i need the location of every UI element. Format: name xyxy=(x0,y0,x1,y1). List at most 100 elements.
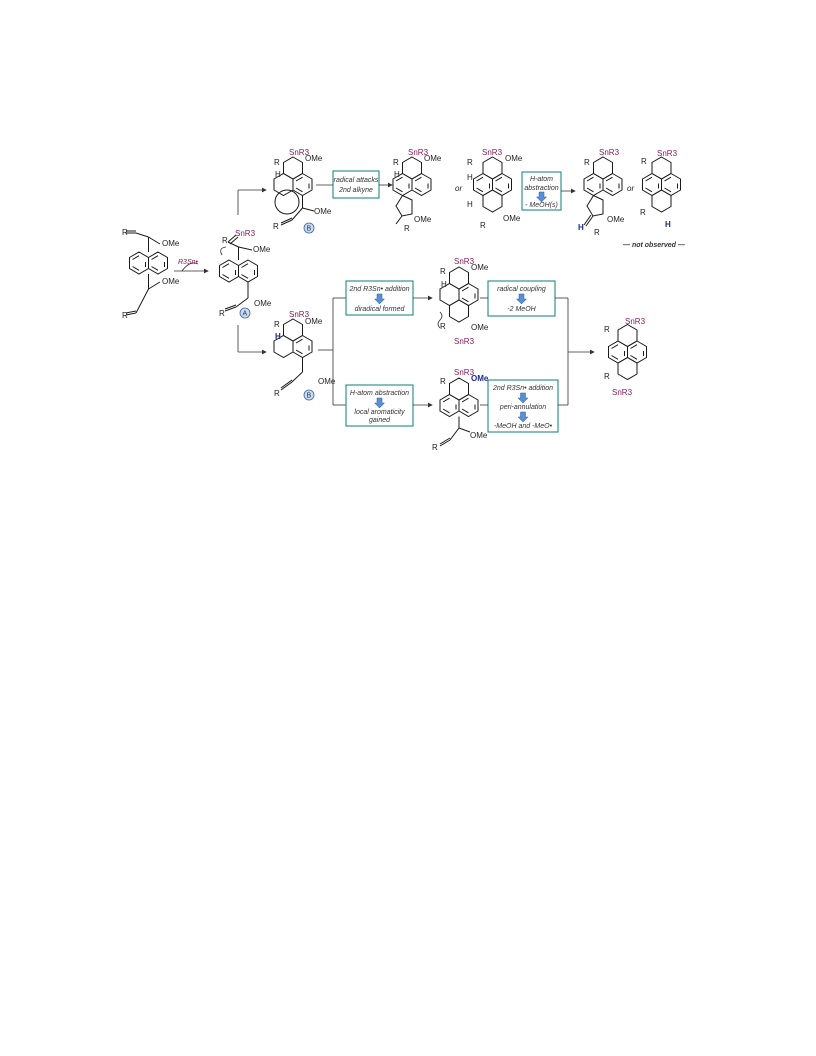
r-label: R xyxy=(274,158,280,167)
or-text: or xyxy=(627,184,634,193)
label-circle-b xyxy=(303,222,315,234)
r-label: R xyxy=(604,372,610,381)
r-label: R xyxy=(594,228,600,237)
r-label: R xyxy=(122,311,128,320)
box-radical-coupling: radical coupling -2 MeOH xyxy=(480,280,568,317)
h-label: H xyxy=(394,170,400,179)
snr3-label: SnR3 xyxy=(612,388,633,397)
r-label: R xyxy=(219,309,225,318)
r-label: R xyxy=(122,228,128,237)
box-text: gained xyxy=(369,417,391,424)
r-label: R xyxy=(640,208,646,217)
h-label: H xyxy=(467,173,473,182)
r-label: R xyxy=(222,236,228,245)
snr3-label: SnR3 xyxy=(657,149,678,158)
ome-label: OMe xyxy=(607,215,625,224)
ome-label: OMe xyxy=(305,317,323,326)
ome-label: OMe xyxy=(471,263,489,272)
box-text: 2nd R3Sn• addition xyxy=(348,286,409,293)
box-h-abstraction-bottom: H-atom abstraction local aromaticity gai… xyxy=(345,384,433,427)
box-text: - MeOH(s) xyxy=(525,202,558,209)
ome-label: OMe xyxy=(305,154,323,163)
not-observed-product-1: SnR3 R OMe H R xyxy=(578,148,625,237)
box-h-abstraction-top: H-atom abstraction - MeOH(s) xyxy=(521,171,576,211)
reagent-arrow: R3Sn• xyxy=(174,259,209,274)
label-circle-b xyxy=(303,389,315,401)
r-label: R xyxy=(274,389,280,398)
intermediate-b-top: SnR3 OMe R H OMe R B xyxy=(273,148,332,234)
top-cyclized-product-2: SnR3 OMe R H H OMe R xyxy=(467,148,523,230)
box-radical-attack: radical attacks 2nd alkyne xyxy=(316,170,393,199)
label-circle-a xyxy=(239,307,251,319)
ome-label: OMe xyxy=(253,245,271,254)
box-second-addition: 2nd R3Sn• addition diradical formed xyxy=(345,280,433,316)
label-b: B xyxy=(307,393,312,400)
intermediate-a: SnR3 R OMe R OMe A xyxy=(219,229,272,319)
h-label: H xyxy=(578,223,584,232)
snr3-label: SnR3 xyxy=(289,148,310,157)
ome-label: OMe xyxy=(424,154,442,163)
ome-label: OMe xyxy=(318,377,336,386)
ome-label: OMe xyxy=(314,207,332,216)
box-text: radical attacks xyxy=(334,177,379,184)
starting-material: R OMe R OMe xyxy=(122,228,180,320)
label-a: A xyxy=(243,311,248,318)
box-text: radical coupling xyxy=(497,286,546,293)
r-label: R xyxy=(584,158,590,167)
box-text: diradical formed xyxy=(355,306,406,313)
box-text: -MeOH and -MeO• xyxy=(494,423,553,430)
h-label: H xyxy=(275,332,281,341)
ome-label: OMe xyxy=(471,323,489,332)
snr3-label: SnR3 xyxy=(289,310,310,319)
box-text: -2 MeOH xyxy=(507,306,536,313)
ome-label: OMe xyxy=(470,431,488,440)
snr3-label: SnR3 xyxy=(454,257,475,266)
r-label: R xyxy=(641,157,647,166)
not-observed-label: — not observed — xyxy=(622,242,686,249)
box-text: 2nd R3Sn• addition xyxy=(492,385,553,392)
r-label: R xyxy=(432,443,438,452)
h-label: H xyxy=(275,170,281,179)
branch-arrows-a xyxy=(237,187,267,355)
merge-bracket xyxy=(567,298,595,405)
r-label: R xyxy=(393,158,399,167)
snr3-label: SnR3 xyxy=(454,337,475,346)
ome-label: OMe xyxy=(503,214,521,223)
ome-label: OMe xyxy=(162,239,180,248)
ome-label: OMe xyxy=(471,374,489,383)
r-label: R xyxy=(480,221,486,230)
snr3-label: SnR3 xyxy=(408,148,429,157)
r-label: R xyxy=(440,267,446,276)
box-text: H-atom abstraction xyxy=(350,390,409,397)
snr3-label: SnR3 xyxy=(482,148,503,157)
branch-bracket-b xyxy=(318,297,346,406)
box-text: H-atom xyxy=(530,176,553,183)
r-label: R xyxy=(274,320,280,329)
snr3-label: SnR3 xyxy=(599,148,620,157)
h-label: H xyxy=(665,220,671,229)
ome-label: OMe xyxy=(162,277,180,286)
snr3-label: SnR3 xyxy=(235,229,256,238)
r-label: R xyxy=(440,322,446,331)
ome-label: OMe xyxy=(414,215,432,224)
ome-label: OMe xyxy=(254,299,272,308)
aromatic-intermediate: SnR3 OMe R OMe R xyxy=(432,368,489,452)
box-text: local aromaticity xyxy=(354,409,405,416)
h-label: H xyxy=(467,200,473,209)
final-product-pyrene: SnR3 R R SnR3 xyxy=(604,317,647,397)
ome-label: OMe xyxy=(505,154,523,163)
r-label: R xyxy=(273,222,279,231)
top-cyclized-product-1: SnR3 OMe R H OMe R xyxy=(392,148,442,233)
or-text: or xyxy=(455,184,462,193)
not-observed-product-2: SnR3 R R H xyxy=(640,149,681,229)
r-label: R xyxy=(467,158,473,167)
h-label: H xyxy=(441,280,447,289)
box-text: abstraction xyxy=(524,185,558,192)
box-peri-annulation: 2nd R3Sn• addition peri-annulation -MeOH… xyxy=(480,379,568,433)
box-text: 2nd alkyne xyxy=(338,187,373,194)
snr3-label: SnR3 xyxy=(625,317,646,326)
label-b: B xyxy=(307,226,312,233)
r-label: R xyxy=(404,224,410,233)
r-label: R xyxy=(440,377,446,386)
